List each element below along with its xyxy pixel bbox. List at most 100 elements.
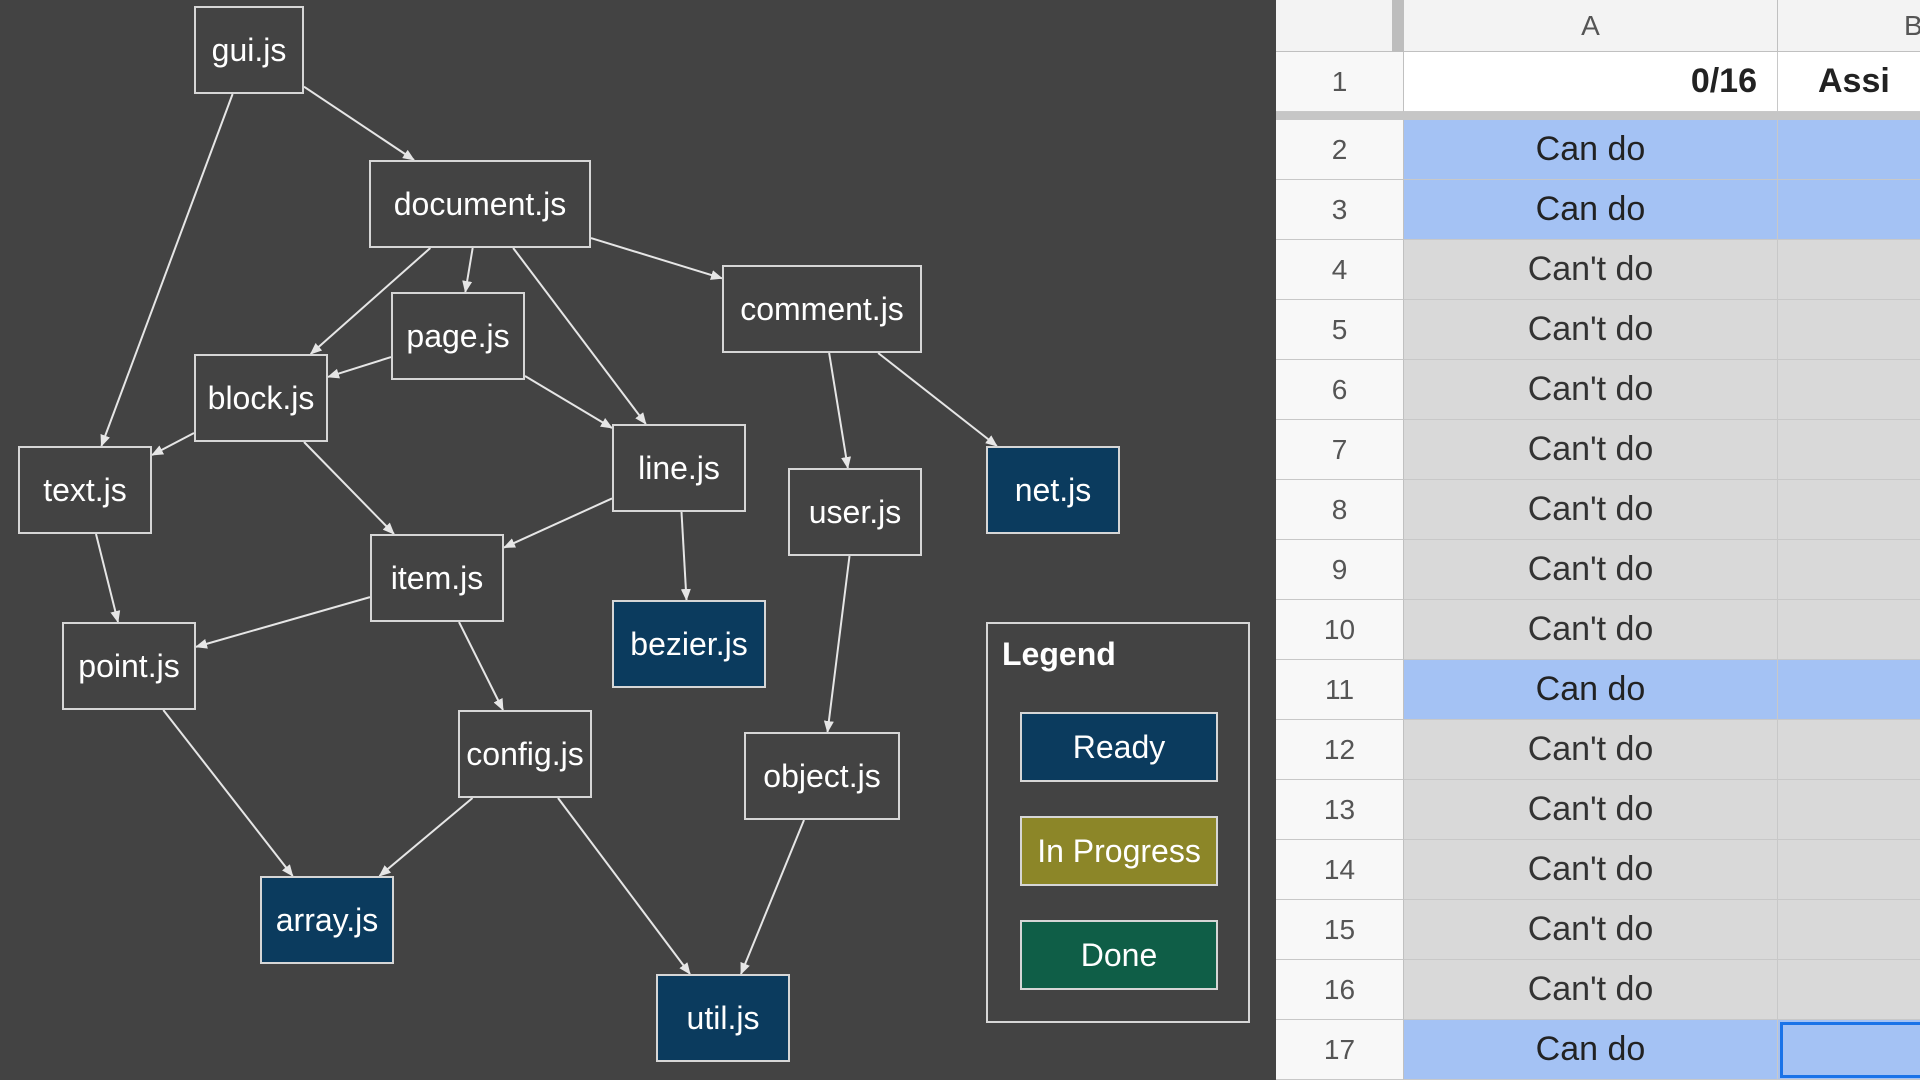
graph-node-block[interactable]: block.js: [194, 354, 328, 442]
graph-node-item[interactable]: item.js: [370, 534, 504, 622]
row-header-2[interactable]: 2: [1276, 120, 1404, 180]
row-header-7[interactable]: 7: [1276, 420, 1404, 480]
legend-item-in-progress: In Progress: [1020, 816, 1218, 886]
row-header-4[interactable]: 4: [1276, 240, 1404, 300]
cell-a1[interactable]: 0/16: [1404, 52, 1778, 112]
graph-node-config[interactable]: config.js: [458, 710, 592, 798]
row-header-14[interactable]: 14: [1276, 840, 1404, 900]
cell-b2[interactable]: [1778, 120, 1920, 180]
sheet-corner[interactable]: [1276, 0, 1404, 52]
cell-a9[interactable]: Can't do: [1404, 540, 1778, 600]
row-header-6[interactable]: 6: [1276, 360, 1404, 420]
cell-b6[interactable]: [1778, 360, 1920, 420]
row-header-8[interactable]: 8: [1276, 480, 1404, 540]
edge-gui-to-text: [100, 93, 234, 447]
graph-node-array[interactable]: array.js: [260, 876, 394, 964]
cell-b1[interactable]: Assi: [1778, 52, 1920, 112]
edge-gui-to-document: [303, 85, 415, 161]
row-header-13[interactable]: 13: [1276, 780, 1404, 840]
edge-comment-to-user: [828, 352, 852, 469]
cell-a7[interactable]: Can't do: [1404, 420, 1778, 480]
edge-line-to-item: [503, 497, 613, 549]
cell-b3[interactable]: [1778, 180, 1920, 240]
graph-node-page[interactable]: page.js: [391, 292, 525, 380]
cell-b9[interactable]: [1778, 540, 1920, 600]
edge-document-to-comment: [590, 237, 723, 280]
cell-b7[interactable]: [1778, 420, 1920, 480]
cell-b4[interactable]: [1778, 240, 1920, 300]
cell-a16[interactable]: Can't do: [1404, 960, 1778, 1020]
freeze-handle[interactable]: [1392, 0, 1404, 52]
edge-page-to-block: [327, 356, 392, 379]
legend-title: Legend: [1002, 636, 1116, 672]
cell-a8[interactable]: Can't do: [1404, 480, 1778, 540]
column-header-b[interactable]: B: [1778, 0, 1920, 52]
column-header-a[interactable]: A: [1404, 0, 1778, 52]
row-header-15[interactable]: 15: [1276, 900, 1404, 960]
legend-item-ready: Ready: [1020, 712, 1218, 782]
edge-line-to-bezier: [680, 511, 691, 601]
cell-a10[interactable]: Can't do: [1404, 600, 1778, 660]
row-header-1[interactable]: 1: [1276, 52, 1404, 112]
row-header-12[interactable]: 12: [1276, 720, 1404, 780]
edge-item-to-point: [195, 596, 371, 649]
edge-text-to-point: [95, 533, 121, 623]
selected-cell-outline: [1780, 1022, 1920, 1078]
cell-a15[interactable]: Can't do: [1404, 900, 1778, 960]
graph-node-gui[interactable]: gui.js: [194, 6, 304, 94]
graph-node-comment[interactable]: comment.js: [722, 265, 922, 353]
graph-node-bezier[interactable]: bezier.js: [612, 600, 766, 688]
row-header-17[interactable]: 17: [1276, 1020, 1404, 1080]
cell-b14[interactable]: [1778, 840, 1920, 900]
edge-document-to-page: [462, 247, 474, 293]
edge-item-to-config: [458, 621, 504, 711]
edge-point-to-array: [162, 709, 294, 877]
cell-b8[interactable]: [1778, 480, 1920, 540]
row-header-16[interactable]: 16: [1276, 960, 1404, 1020]
cell-a2[interactable]: Can do: [1404, 120, 1778, 180]
cell-b16[interactable]: [1778, 960, 1920, 1020]
cell-b11[interactable]: [1778, 660, 1920, 720]
freeze-divider[interactable]: [1276, 112, 1920, 120]
cell-b12[interactable]: [1778, 720, 1920, 780]
row-header-9[interactable]: 9: [1276, 540, 1404, 600]
edge-config-to-util: [557, 797, 691, 975]
graph-node-point[interactable]: point.js: [62, 622, 196, 710]
edge-user-to-object: [823, 555, 851, 733]
cell-a11[interactable]: Can do: [1404, 660, 1778, 720]
graph-node-document[interactable]: document.js: [369, 160, 591, 248]
dependency-graph-panel: gui.js document.js comment.js page.js block.…: [18, 6, 1250, 1062]
row-header-3[interactable]: 3: [1276, 180, 1404, 240]
edge-document-to-block: [309, 247, 431, 355]
cell-b10[interactable]: [1778, 600, 1920, 660]
cell-a14[interactable]: Can't do: [1404, 840, 1778, 900]
graph-node-text[interactable]: text.js: [18, 446, 152, 534]
cell-a6[interactable]: Can't do: [1404, 360, 1778, 420]
cell-a17[interactable]: Can do: [1404, 1020, 1778, 1080]
row-header-5[interactable]: 5: [1276, 300, 1404, 360]
edge-config-to-array: [378, 797, 474, 877]
cell-b15[interactable]: [1778, 900, 1920, 960]
cell-a13[interactable]: Can't do: [1404, 780, 1778, 840]
cell-a4[interactable]: Can't do: [1404, 240, 1778, 300]
legend: Legend Ready In Progress Done: [986, 622, 1250, 1023]
legend-item-done: Done: [1020, 920, 1218, 990]
cell-a3[interactable]: Can do: [1404, 180, 1778, 240]
graph-node-net[interactable]: net.js: [986, 446, 1120, 534]
edge-object-to-util: [740, 819, 805, 975]
graph-node-line[interactable]: line.js: [612, 424, 746, 512]
cell-b13[interactable]: [1778, 780, 1920, 840]
cell-a12[interactable]: Can't do: [1404, 720, 1778, 780]
graph-node-object[interactable]: object.js: [744, 732, 900, 820]
edge-page-to-line: [524, 375, 613, 429]
row-header-10[interactable]: 10: [1276, 600, 1404, 660]
cell-b5[interactable]: [1778, 300, 1920, 360]
edge-comment-to-net: [877, 352, 998, 447]
edge-document-to-line: [512, 247, 647, 425]
graph-node-util[interactable]: util.js: [656, 974, 790, 1062]
row-header-11[interactable]: 11: [1276, 660, 1404, 720]
cell-a5[interactable]: Can't do: [1404, 300, 1778, 360]
edge-block-to-text: [151, 432, 195, 456]
graph-node-user[interactable]: user.js: [788, 468, 922, 556]
